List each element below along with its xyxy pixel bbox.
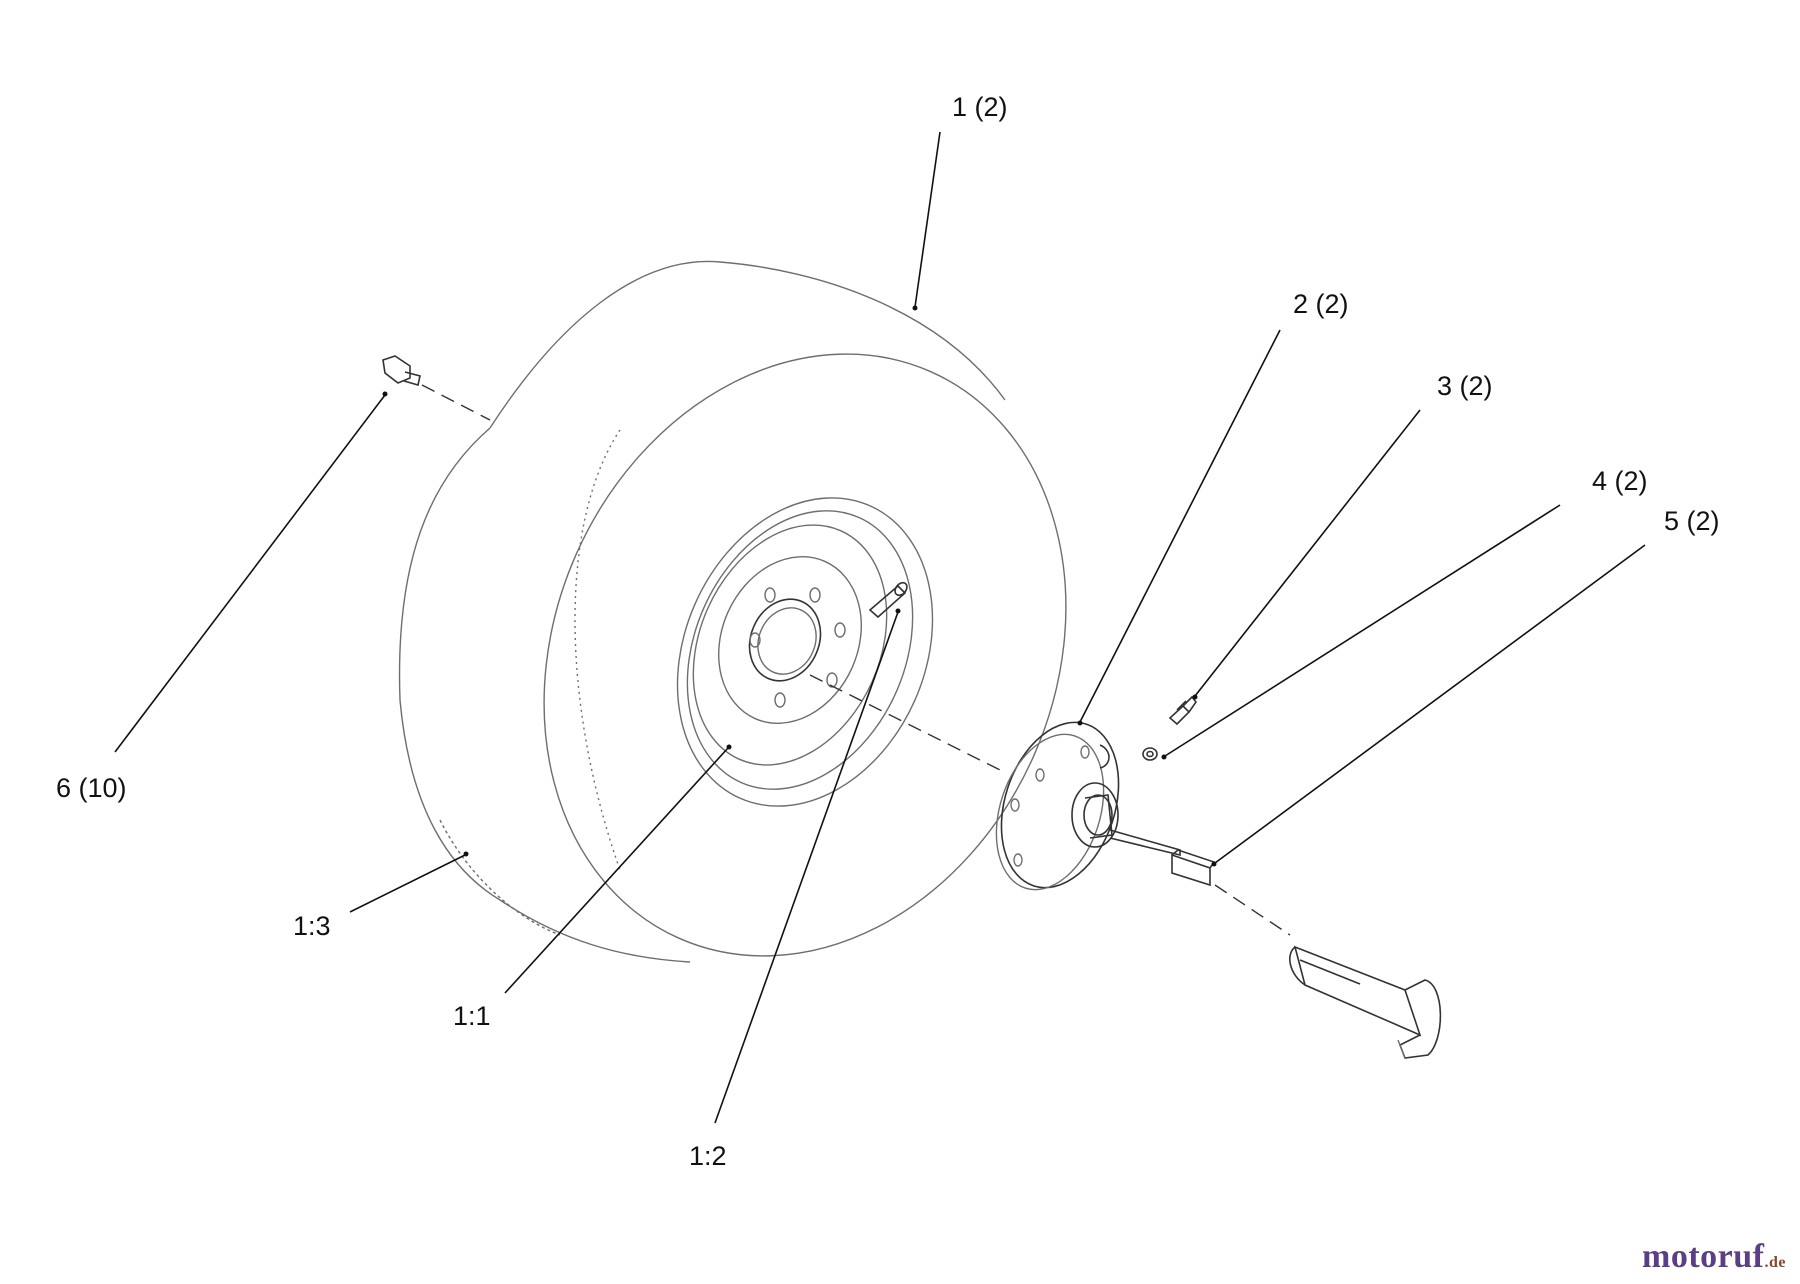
- leader-valve-stem: [714, 611, 899, 1124]
- centerline-bolt-to-rim: [421, 384, 491, 421]
- leader-key: [1214, 544, 1646, 864]
- callout-valve-stem: 1:2: [689, 1141, 727, 1171]
- leader-nut: [1164, 504, 1561, 757]
- centerline-rim-to-hub: [809, 674, 1001, 771]
- callout-key: 5 (2): [1664, 506, 1720, 536]
- watermark-tld: .de: [1764, 1254, 1786, 1271]
- callout-wheel-rim: 1:1: [453, 1001, 491, 1031]
- watermark-logo: motoruf.de: [1642, 1238, 1786, 1276]
- callout-lug-bolt: 6 (10): [56, 773, 127, 803]
- leader-tire-casing: [349, 854, 466, 913]
- callout-nut: 4 (2): [1592, 466, 1648, 496]
- hub-drawing: [995, 721, 1120, 891]
- shaft-and-key-drawing: [1109, 829, 1216, 887]
- leader-lug-bolt: [114, 394, 386, 753]
- leader-wheel-rim: [504, 747, 729, 994]
- callout-screw: 3 (2): [1437, 371, 1493, 401]
- nut-drawing: [1142, 747, 1158, 761]
- leader-tire: [914, 131, 941, 308]
- set-screw-drawing: [1168, 695, 1197, 726]
- axle-pin-drawing: [1289, 945, 1442, 1059]
- leader-screw: [1194, 409, 1421, 697]
- callout-tire: 1 (2): [952, 92, 1008, 122]
- watermark-brand: motoruf: [1642, 1238, 1765, 1275]
- leader-hub: [1079, 329, 1281, 723]
- centerline-hub-to-pin: [1214, 884, 1291, 936]
- callout-hub: 2 (2): [1293, 289, 1349, 319]
- callout-tire-casing: 1:3: [293, 911, 331, 941]
- tire-drawing: [398, 260, 1067, 963]
- leader-lines: [114, 131, 1646, 1124]
- lug-bolt-drawing: [382, 355, 421, 387]
- wheel-rim-drawing: [676, 497, 934, 807]
